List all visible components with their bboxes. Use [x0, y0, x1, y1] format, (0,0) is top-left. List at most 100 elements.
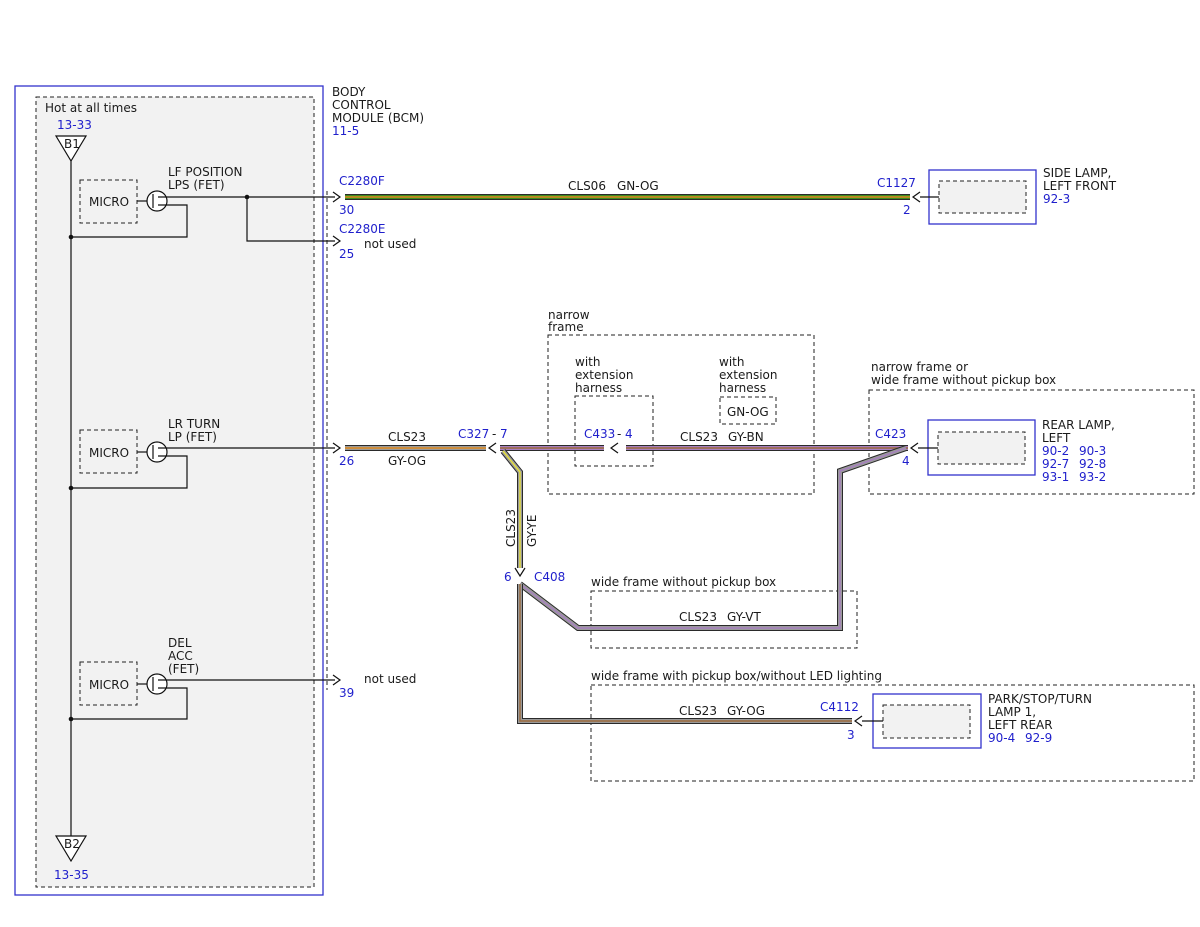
park-lamp-label-3: LEFT REAR — [988, 718, 1053, 732]
fet-lf-position: MICRO LF POSITION LPS (FET) — [68, 165, 335, 242]
ext-harness-b-2: extension — [719, 368, 778, 382]
micro-label: MICRO — [89, 678, 129, 692]
ext-harness-a-1: with — [575, 355, 600, 369]
ground-triangle-icon — [54, 835, 88, 863]
wire-4-circuit: CLS23 — [504, 509, 518, 547]
ext-harness-a-2: extension — [575, 368, 634, 382]
fet-transistor-icon — [137, 673, 168, 695]
park-lamp-ref-2: 92-9 — [1025, 731, 1052, 745]
bcm-top-ref: 13-33 — [57, 118, 92, 132]
connector-c423-id: C423 — [875, 427, 906, 441]
connector-arrow-icon — [332, 191, 342, 203]
fet-lf-label-2: LPS (FET) — [168, 178, 225, 192]
connector-bcm-del-pin: 39 — [339, 686, 354, 700]
rear-lamp-left — [918, 419, 1036, 476]
bcm-hot-label: Hot at all times — [45, 101, 137, 115]
park-stop-turn-lamp — [862, 693, 982, 749]
connector-c2280e-pin: 25 — [339, 247, 354, 261]
region-wide-with-pickup — [590, 684, 1195, 782]
connector-arrow-icon — [487, 442, 497, 454]
connector-c2280e-id: C2280E — [339, 222, 386, 236]
wire-1-circuit: CLS06 — [568, 179, 606, 193]
ext-harness-a-3: harness — [575, 381, 622, 395]
connector-arrow-icon — [332, 235, 342, 247]
region-narrow-or-wide-label-2: wide frame without pickup box — [871, 373, 1056, 387]
fet-del-acc: MICRO DEL ACC (FET) — [68, 636, 335, 722]
park-lamp-ref-1: 90-4 — [988, 731, 1015, 745]
connector-c433-pin: 4 — [625, 427, 633, 441]
fet-del-label-3: (FET) — [168, 662, 199, 676]
wire-3-circuit: CLS23 — [680, 430, 718, 444]
wire-2-circuit: CLS23 — [388, 430, 426, 444]
connector-c2280e-note: not used — [364, 237, 416, 251]
wire-4-color: GY-YE — [525, 515, 539, 547]
connector-c2280f-id: C2280F — [339, 174, 385, 188]
fet-lf-label-1: LF POSITION — [168, 165, 243, 179]
fet-del-label-1: DEL — [168, 636, 192, 650]
connector-c327-pin: 7 — [500, 427, 508, 441]
region-wide-with-pickup-label: wide frame with pickup box/without LED l… — [591, 669, 882, 683]
side-lamp-left-front — [920, 169, 1037, 225]
fet-lr-turn: MICRO LR TURN LP (FET) — [68, 417, 335, 491]
rear-lamp-ref-2: 90-3 — [1079, 444, 1106, 458]
rear-lamp-ref-5: 93-1 — [1042, 470, 1069, 484]
region-wide-no-pickup-label: wide frame without pickup box — [591, 575, 776, 589]
region-narrow-or-wide — [868, 389, 1195, 495]
connector-bcm-lr-pin: 26 — [339, 454, 354, 468]
bcm-title-1: BODY — [332, 85, 366, 99]
side-lamp-label-2: LEFT FRONT — [1043, 179, 1117, 193]
connector-c4112-id: C4112 — [820, 700, 859, 714]
rear-lamp-label-1: REAR LAMP, — [1042, 418, 1115, 432]
region-wide-no-pickup — [590, 590, 858, 649]
connector-arrow-icon — [909, 442, 919, 454]
connector-arrow-icon — [514, 567, 526, 578]
region-narrow-or-wide-label-1: narrow frame or — [871, 360, 968, 374]
connector-c4112-pin: 3 — [847, 728, 855, 742]
connector-bcm-del-note: not used — [364, 672, 416, 686]
connector-c2280f-pin: 30 — [339, 203, 354, 217]
wire-5-circuit: CLS23 — [679, 610, 717, 624]
ext-harness-box-a — [574, 395, 654, 467]
bcm-bottom-ref: 13-35 — [54, 868, 89, 882]
micro-label: MICRO — [89, 195, 129, 209]
wire-1-color: GN-OG — [617, 179, 659, 193]
wire-6-circuit: CLS23 — [679, 704, 717, 718]
ext-harness-b-1: with — [719, 355, 744, 369]
wire-3-color: GY-BN — [728, 430, 764, 444]
bcm-top-terminal: B1 — [64, 137, 80, 151]
connector-c1127-id: C1127 — [877, 176, 916, 190]
bcm-title-2: CONTROL — [332, 98, 391, 112]
rear-lamp-ref-3: 92-7 — [1042, 457, 1069, 471]
fet-lr-label-1: LR TURN — [168, 417, 220, 431]
region-narrow-frame — [547, 334, 815, 495]
connector-c408-pin: 6 — [504, 570, 512, 584]
fet-del-label-2: ACC — [168, 649, 193, 663]
rear-lamp-label-2: LEFT — [1042, 431, 1071, 445]
side-lamp-label-1: SIDE LAMP, — [1043, 166, 1111, 180]
connector-c433-dash: - — [617, 427, 621, 441]
connector-arrow-icon — [853, 715, 863, 727]
bcm-inner-area — [35, 96, 315, 888]
bcm-title-ref: 11-5 — [332, 124, 359, 138]
bcm-module: Hot at all times 13-33 B1 B2 13-35 MICRO — [14, 85, 335, 896]
fet-transistor-icon — [137, 190, 168, 212]
connector-arrow-icon — [911, 191, 921, 203]
connector-arrow-icon — [332, 442, 342, 454]
connector-c433-id: C433 — [584, 427, 615, 441]
micro-label: MICRO — [89, 446, 129, 460]
wire-5-color: GY-VT — [727, 610, 761, 624]
region-narrow-frame-label-1: narrow — [548, 308, 590, 322]
wire-cls23-gy-vt — [518, 445, 907, 631]
bcm-bottom-terminal: B2 — [64, 837, 80, 851]
rear-lamp-ref-4: 92-8 — [1079, 457, 1106, 471]
ext-harness-box-b — [719, 396, 777, 425]
bcm-outer-border — [14, 85, 324, 896]
region-narrow-frame-label-2: frame — [548, 320, 584, 334]
ground-triangle-icon — [54, 135, 88, 163]
connector-c327-dash: - — [492, 427, 496, 441]
connector-arrow-icon — [609, 442, 619, 454]
alt-wire-color: GN-OG — [727, 405, 769, 419]
fet-transistor-icon — [137, 441, 168, 463]
connector-c423-pin: 4 — [902, 454, 910, 468]
